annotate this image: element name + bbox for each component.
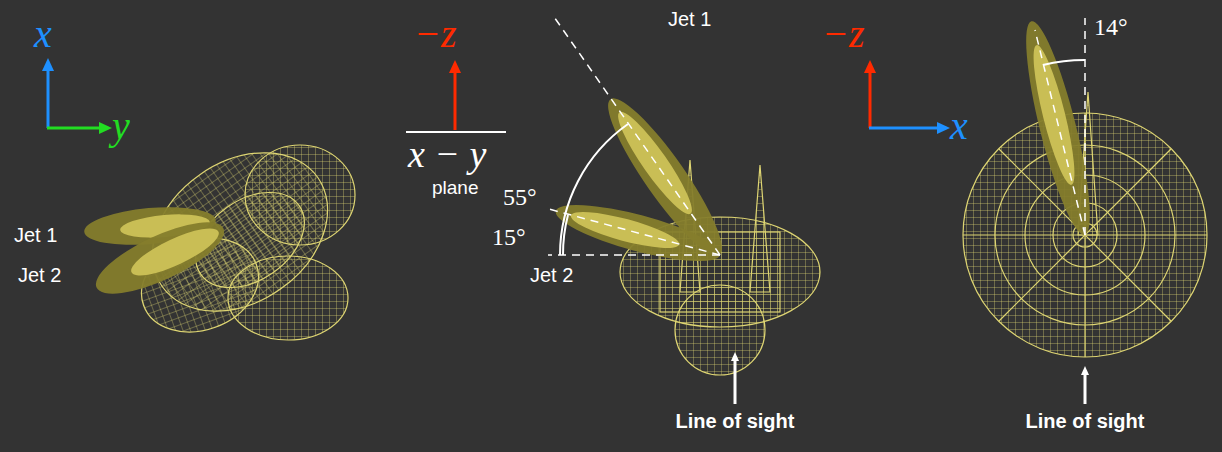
axis-label: x <box>34 12 52 56</box>
plane-label: x − y <box>408 134 486 176</box>
axis-label: y <box>112 104 130 148</box>
angle-label: 15° <box>492 224 526 250</box>
jet-label: Jet 2 <box>530 264 573 286</box>
axis-label: x <box>950 104 968 148</box>
jet-label: Jet 1 <box>668 8 711 30</box>
plane-label: plane <box>432 178 479 199</box>
angle-label: 14° <box>1094 14 1128 40</box>
jet-label: Jet 1 <box>14 224 57 246</box>
axis-label: −z <box>822 12 865 56</box>
jet-label: Jet 2 <box>18 264 61 286</box>
axis-label: −z <box>414 12 457 56</box>
angle-label: 55° <box>503 184 537 210</box>
sight-label: Line of sight <box>1026 410 1145 432</box>
sight-label: Line of sight <box>676 410 795 432</box>
